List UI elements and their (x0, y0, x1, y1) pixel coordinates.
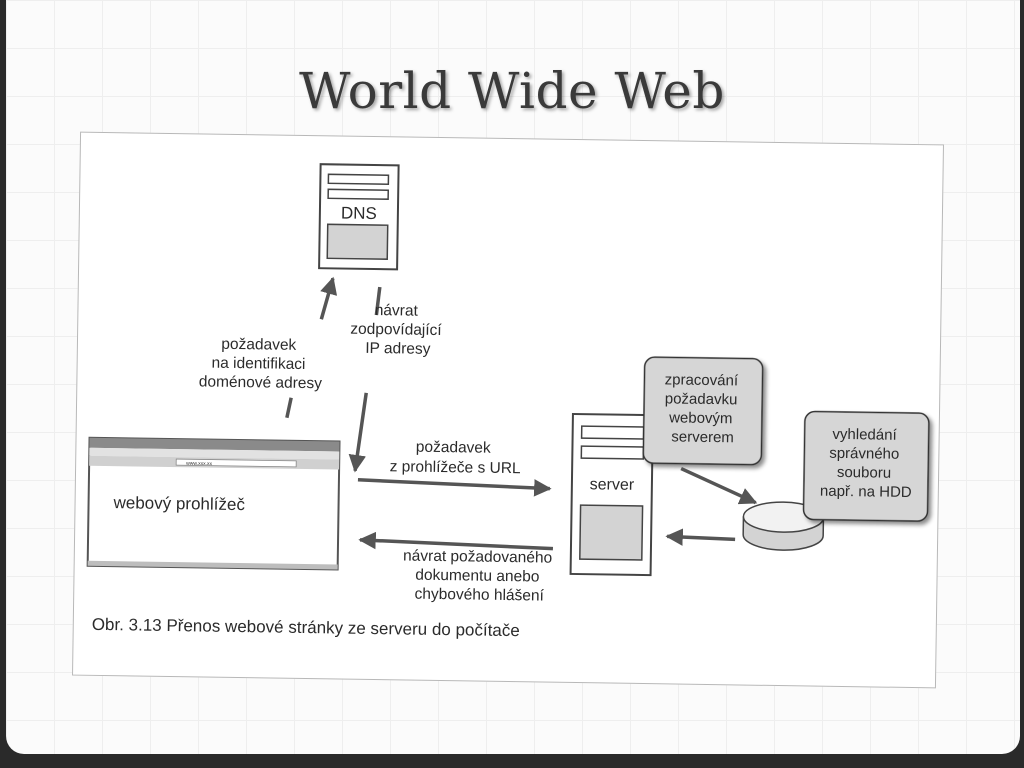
web-browser-window: www.xxx.xx webový prohlížeč (86, 436, 341, 571)
lookup-text: vyhledání správného souboru např. na HDD (820, 426, 913, 501)
dns-request-arrow (319, 276, 338, 320)
figure-caption: Obr. 3.13 Přenos webové stránky ze serve… (92, 615, 520, 640)
dns-label: DNS (341, 204, 377, 224)
processing-to-disk-arrow (680, 466, 758, 505)
dns-request-tail (285, 397, 293, 419)
document-return-text: návrat požadovaného dokumentu anebo chyb… (402, 547, 556, 604)
slide-title: World Wide Web (299, 62, 725, 120)
diagram-canvas: DNS požadavek na identifikaci doménové a… (86, 163, 930, 640)
processing-callout: zpracování požadavku webovým serverem (642, 356, 764, 466)
dns-request-text: požadavek na identifikaci doménové adres… (199, 335, 323, 392)
processing-text: zpracování požadavku webovým serverem (664, 371, 743, 446)
dns-return-text: návrat zodpovídající IP adresy (350, 302, 446, 358)
url-request-text: požadavek z prohlížeče s URL (390, 438, 522, 477)
server-label: server (590, 476, 635, 494)
dns-return-arrow (348, 392, 368, 473)
web-server: server (569, 412, 654, 577)
diagram-figure: DNS požadavek na identifikaci doménové a… (72, 131, 944, 689)
document-return-arrow (358, 531, 554, 551)
dns-server: DNS (318, 163, 400, 271)
url-request-arrow (357, 478, 552, 497)
lookup-callout: vyhledání správného souboru např. na HDD (802, 410, 930, 522)
browser-label: webový prohlížeč (112, 493, 245, 514)
disk-to-server-arrow (665, 528, 736, 546)
browser-url: www.xxx.xx (186, 461, 212, 467)
dns-return-head (374, 286, 382, 316)
